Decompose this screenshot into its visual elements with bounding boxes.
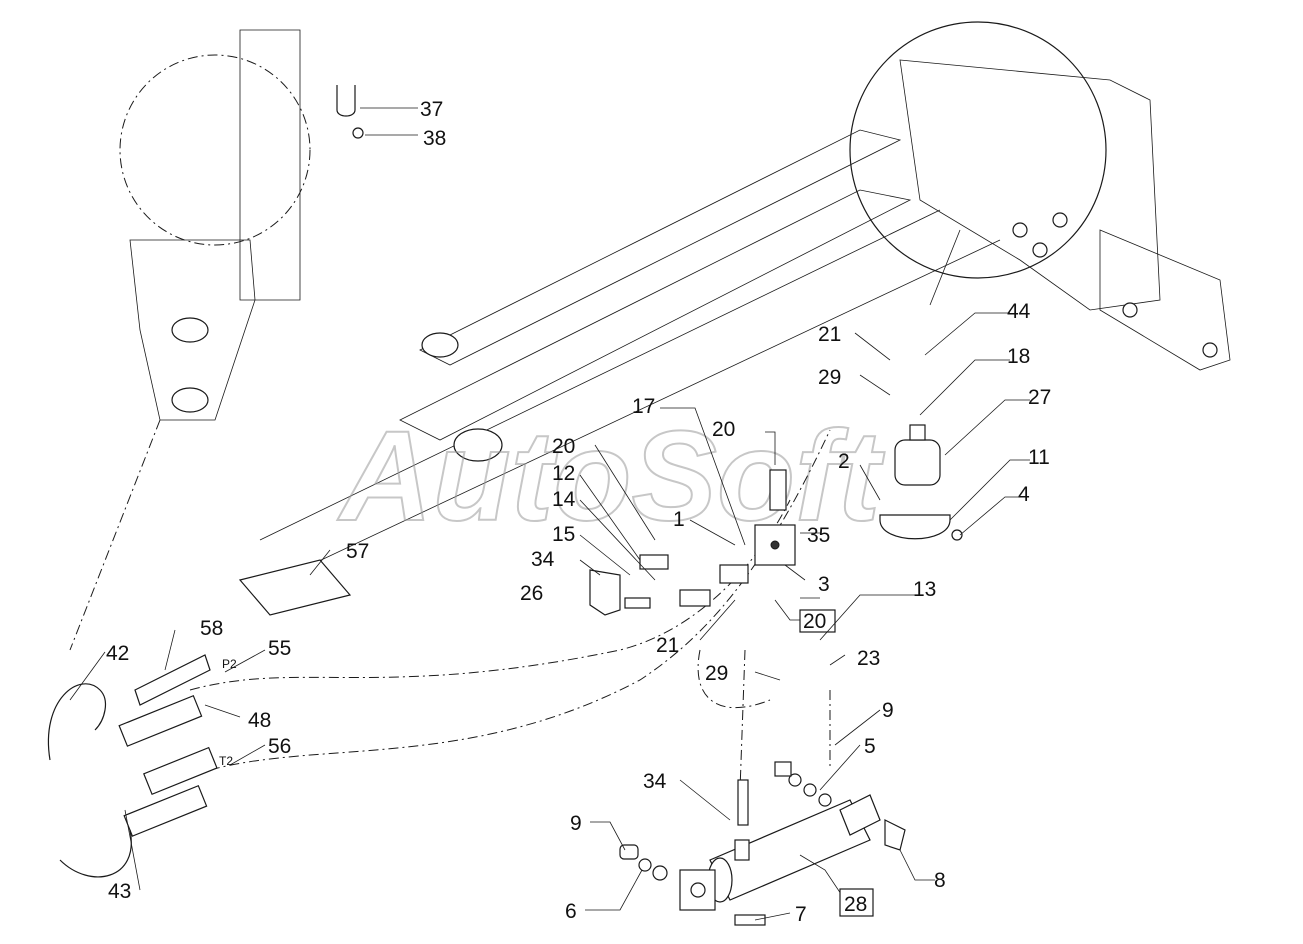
callout-20-top: 20 — [712, 418, 735, 441]
hose-tag-t2: T2 — [219, 754, 233, 768]
callout-37: 37 — [420, 98, 443, 121]
hose-tag-p2: P2 — [222, 657, 237, 671]
callout-21-lower: 21 — [656, 634, 679, 657]
callout-4: 4 — [1018, 483, 1030, 506]
callout-29-lower: 29 — [705, 662, 728, 685]
callout-57: 57 — [346, 540, 369, 563]
callout-9-right: 9 — [882, 699, 894, 722]
callout-5: 5 — [864, 735, 876, 758]
callout-3: 3 — [818, 573, 830, 596]
callout-2: 2 — [838, 450, 850, 473]
callout-35: 35 — [807, 524, 830, 547]
callout-34-upper: 34 — [531, 548, 555, 571]
callout-6: 6 — [565, 900, 577, 923]
callout-20-left: 20 — [552, 435, 575, 458]
callout-34-lower: 34 — [643, 770, 667, 793]
hydraulic-cylinder — [619, 761, 906, 926]
callout-26: 26 — [520, 582, 543, 605]
watermark: AutoSoft — [337, 405, 885, 548]
leader-lines — [69, 107, 1030, 921]
callout-20-bottom: 20 — [803, 610, 826, 633]
callout-12: 12 — [552, 462, 575, 485]
callout-28: 28 — [844, 893, 867, 916]
callout-9-left: 9 — [570, 812, 582, 835]
callout-14: 14 — [552, 488, 576, 511]
callout-58: 58 — [200, 617, 223, 640]
callouts: 37 38 21 44 29 18 27 17 20 2 11 4 20 12 … — [106, 98, 1051, 926]
u-bolt — [336, 85, 364, 139]
callout-38: 38 — [423, 127, 446, 150]
callout-43: 43 — [108, 880, 131, 903]
callout-42: 42 — [106, 642, 129, 665]
callout-13: 13 — [913, 578, 936, 601]
callout-15: 15 — [552, 523, 575, 546]
callout-29-upper: 29 — [818, 366, 841, 389]
valve-block-assembly — [589, 469, 836, 633]
accumulator — [879, 424, 963, 541]
callout-18: 18 — [1007, 345, 1030, 368]
boom-frame — [119, 21, 1231, 571]
callout-21-upper: 21 — [818, 323, 841, 346]
callout-23: 23 — [857, 647, 880, 670]
callout-7: 7 — [795, 903, 807, 926]
callout-44: 44 — [1007, 300, 1031, 323]
callout-17: 17 — [632, 395, 655, 418]
callout-11: 11 — [1028, 446, 1050, 469]
callout-8: 8 — [934, 869, 946, 892]
callout-55: 55 — [268, 637, 291, 660]
callout-1: 1 — [673, 508, 685, 531]
callout-48: 48 — [248, 709, 271, 732]
callout-56: 56 — [268, 735, 291, 758]
quick-couplers — [47, 559, 352, 878]
callout-27: 27 — [1028, 386, 1051, 409]
callout-28-box — [839, 888, 874, 917]
